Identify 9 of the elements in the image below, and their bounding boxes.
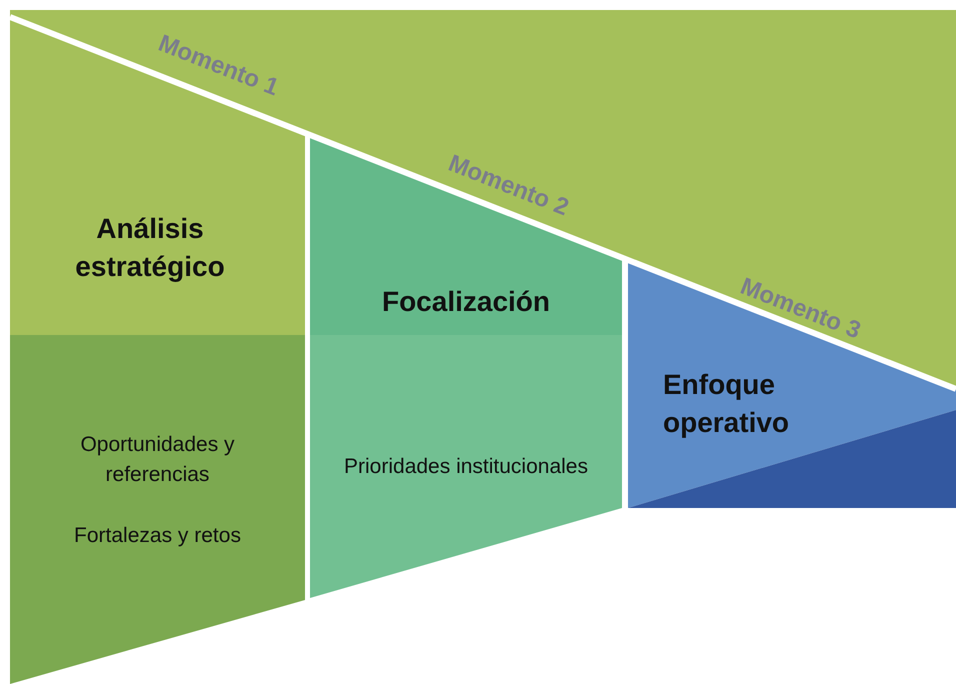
stage-heading: Enfoque operativo — [663, 368, 790, 440]
stage-panel — [310, 136, 622, 598]
stage-panel — [10, 18, 305, 684]
stage-heading: Focalización — [380, 285, 552, 319]
stage-description: Fortalezas y retos — [73, 523, 242, 549]
stage-description: Prioridades institucionales — [343, 454, 589, 480]
stage-description: Oportunidades y referencias — [79, 432, 236, 488]
stage-panel — [628, 261, 956, 508]
stage-heading: Análisis estratégico — [74, 212, 226, 284]
